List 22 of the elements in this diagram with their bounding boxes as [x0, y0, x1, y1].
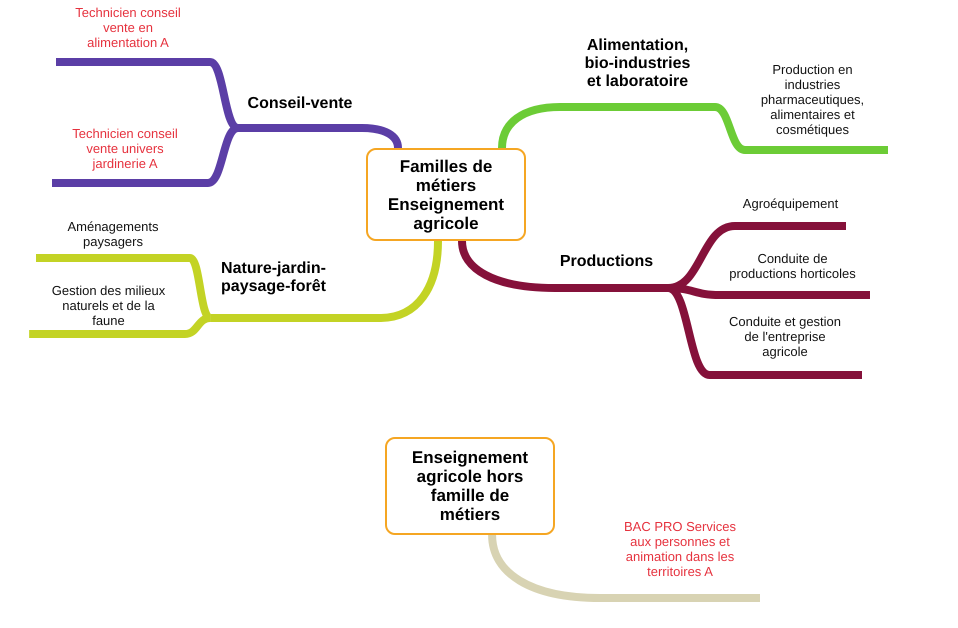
leaf-label: Agroéquipement [742, 196, 838, 211]
leaf-label: Conduite de productions horticoles [728, 251, 857, 281]
leaf-label: Technicien conseil vente univers jardinerie A [71, 126, 179, 171]
branch-label: Nature-jardin-paysage-forêt [220, 260, 327, 296]
branch-line [210, 240, 442, 322]
branch-line [29, 314, 211, 338]
branch-line [668, 284, 870, 299]
topic-text: Enseignement agricole hors famille de métiers [410, 448, 530, 524]
branch-line [488, 534, 760, 602]
leaf-label: Gestion des milieux naturels et de la faune [50, 283, 166, 328]
leaf-label: Technicien conseil vente en alimentation A [74, 5, 182, 50]
branch-line [714, 103, 888, 154]
topic-text: Familles de métiers Enseignement agricole [386, 156, 506, 232]
branch-label: Alimentation, bio-industries et laboratoire [584, 37, 692, 91]
central-topic-box [385, 437, 555, 535]
branch-label: Conseil-vente [248, 95, 352, 113]
leaf-label: Conduite et gestion de l'entreprise agricole [728, 314, 842, 359]
branch-label: Productions [560, 253, 654, 271]
leaf-label: BAC PRO Services aux personnes et animation dans les territoires A [623, 519, 737, 579]
central-topic-box [366, 148, 526, 241]
leaf-label: Production en industries pharmaceutiques, alimentaires et cosmétiques [760, 62, 866, 137]
leaf-label: Aménagements paysagers [66, 219, 160, 249]
